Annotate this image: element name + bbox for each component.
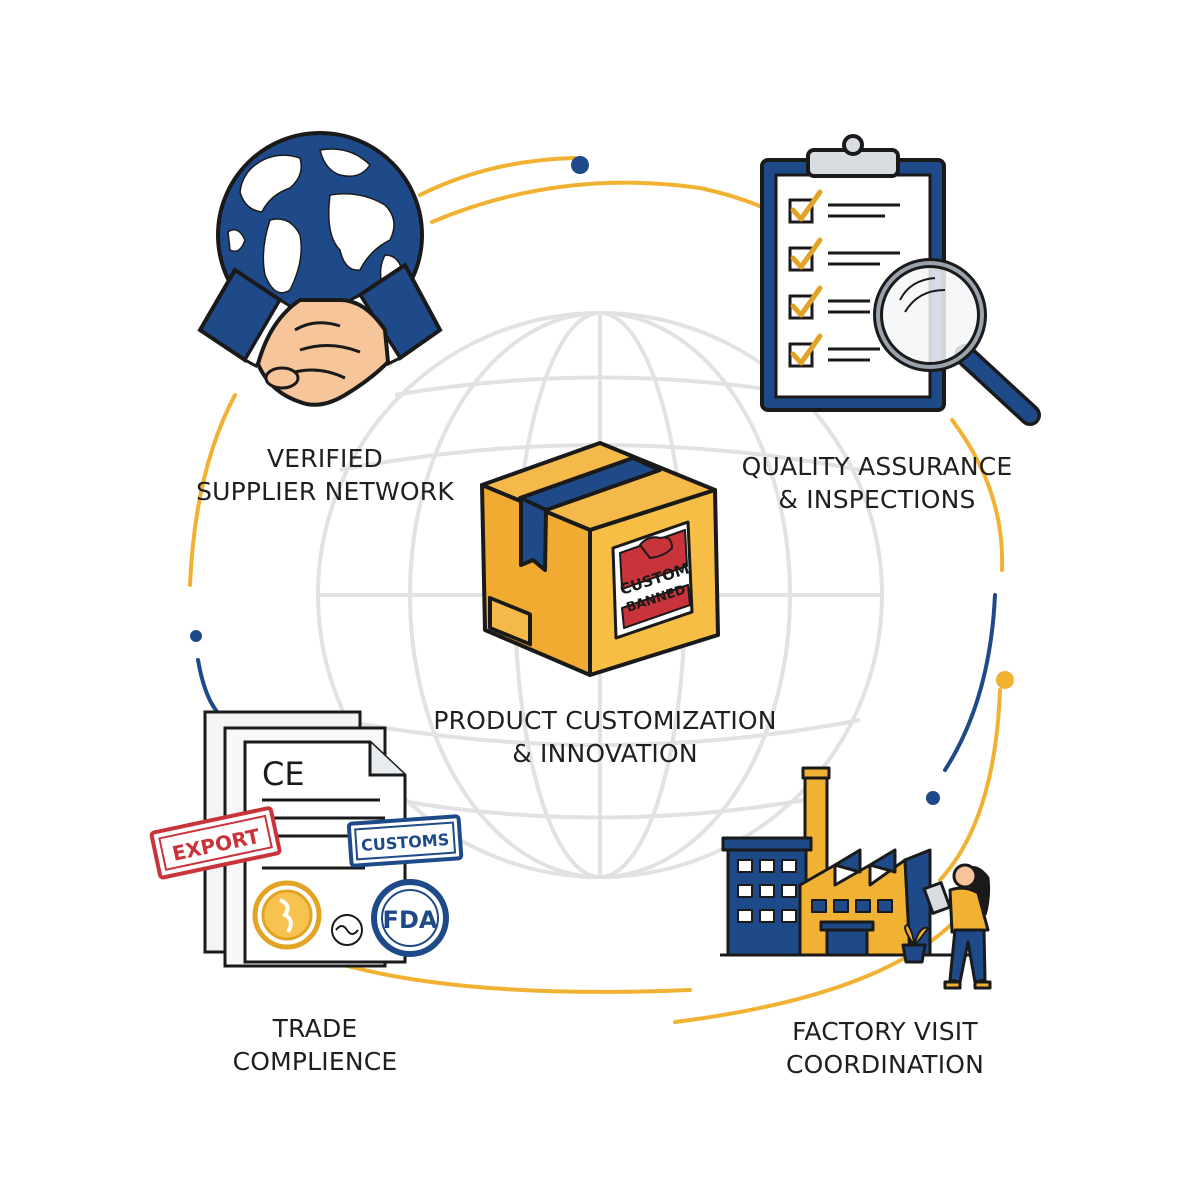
cycle-ring [188, 156, 1005, 1024]
ring-dot [190, 630, 202, 642]
fda-seal-text: FDA [383, 906, 438, 934]
label-line: & INSPECTIONS [778, 485, 976, 514]
cardboard-box-icon: CUSTOM BANNED [480, 441, 720, 677]
ring-dot [926, 791, 940, 805]
label-line: QUALITY ASSURANCE [741, 452, 1013, 481]
ce-mark: CE [262, 755, 305, 793]
ring-dot [996, 671, 1014, 689]
customs-stamp: CUSTOMS [346, 814, 464, 868]
fda-seal: FDA [371, 879, 449, 957]
factory-visitor-icon [720, 766, 992, 990]
visitor-person [922, 863, 992, 990]
gold-seal-icon [252, 880, 322, 950]
documents-stamps-icon: CE EXPORT CUSTOMS FDA [149, 710, 464, 968]
custom-label: CUSTOM BANNED [611, 520, 694, 640]
label-quality-assurance: QUALITY ASSURANCE & INSPECTIONS [732, 450, 1022, 516]
round-seal-icon [331, 914, 363, 946]
ring-dot [571, 156, 589, 174]
label-line: COMPLIENCE [232, 1047, 398, 1076]
label-line: PRODUCT CUSTOMIZATION [433, 706, 777, 735]
label-line: SUPPLIER NETWORK [196, 477, 454, 506]
label-line: FACTORY VISIT [792, 1017, 978, 1046]
label-line: TRADE [272, 1014, 358, 1043]
label-line: COORDINATION [785, 1050, 985, 1079]
label-line: VERIFIED [266, 444, 384, 473]
label-line: & INNOVATION [512, 739, 698, 768]
clipboard-magnifier-icon [760, 134, 1041, 426]
label-product-customization: PRODUCT CUSTOMIZATION & INNOVATION [420, 704, 790, 770]
export-stamp: EXPORT [149, 806, 282, 880]
label-factory-visit: FACTORY VISIT COORDINATION [760, 1015, 1010, 1081]
label-verified-supplier-network: VERIFIED SUPPLIER NETWORK [190, 442, 460, 508]
label-trade-compliance: TRADE COMPLIENCE [195, 1012, 435, 1078]
checklist [788, 189, 900, 368]
globe-handshake-icon [197, 131, 443, 407]
